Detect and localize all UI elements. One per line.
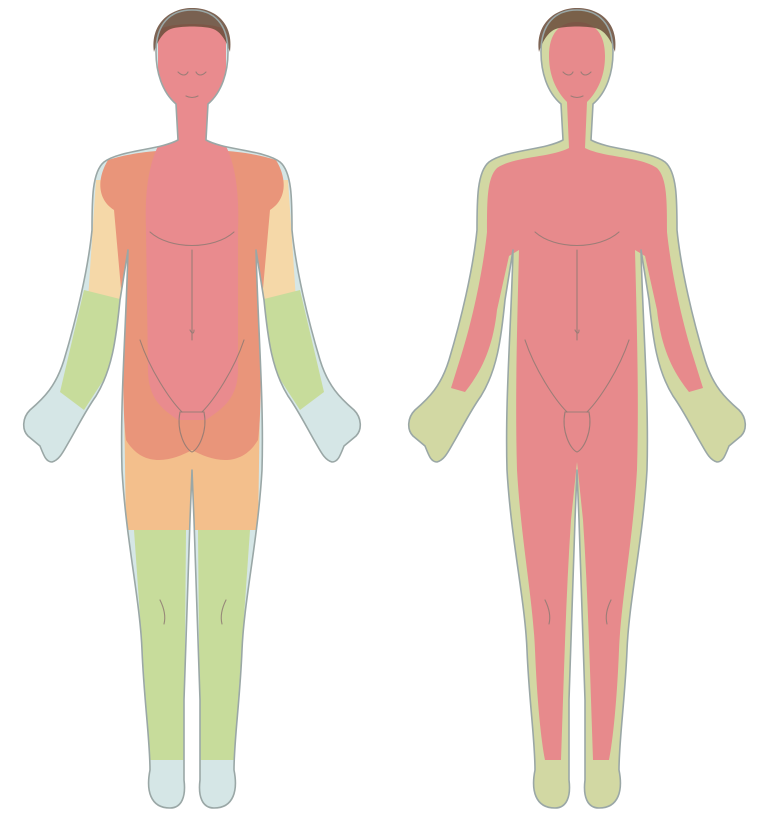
zone-core xyxy=(451,22,703,760)
figure-right xyxy=(385,0,769,819)
figure-left xyxy=(0,0,385,819)
zone-core xyxy=(146,24,239,420)
